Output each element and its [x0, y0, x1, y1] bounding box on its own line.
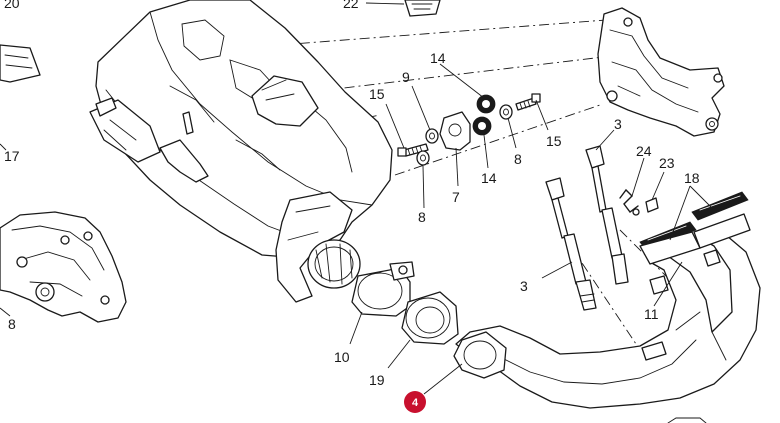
sleeve-19 — [401, 291, 459, 345]
callout-15-right: 15 — [546, 133, 562, 149]
spring-24 — [619, 188, 640, 216]
highlighted-callout-4[interactable]: 4 — [404, 391, 426, 413]
callout-9: 9 — [402, 69, 410, 85]
callout-3-lower: 3 — [520, 278, 528, 294]
callout-labels: 20 22 14 9 15 15 3 24 23 18 17 7 8 8 14 … — [4, 0, 700, 388]
axis-line-spacers — [394, 104, 601, 176]
callout-8-right: 8 — [514, 151, 522, 167]
part-edge-fragment — [667, 417, 707, 423]
leader-lines — [0, 2, 717, 395]
callout-15-left: 15 — [369, 86, 385, 102]
callout-14-top: 14 — [430, 50, 446, 66]
clip-23 — [645, 197, 659, 213]
callout-24: 24 — [636, 143, 652, 159]
part-20-fragment — [0, 44, 41, 83]
callout-11: 11 — [644, 306, 659, 322]
callout-14-bottom: 14 — [481, 170, 497, 186]
callout-17: 17 — [4, 148, 20, 164]
callout-18: 18 — [684, 170, 700, 186]
callout-3-upper: 3 — [614, 116, 622, 132]
axis-line-muffler-bracket — [239, 19, 607, 49]
callout-20: 20 — [4, 0, 20, 11]
callout-23: 23 — [659, 155, 675, 171]
muffler-body — [89, 0, 441, 303]
spacer-set — [397, 93, 541, 166]
right-frame-bracket — [597, 7, 725, 137]
exhaust-header-4 — [453, 213, 761, 409]
callout-10: 10 — [334, 349, 350, 365]
lambda-sensor-upper — [585, 145, 629, 285]
highlight-badge-label[interactable]: 4 — [412, 397, 419, 409]
clamp-10 — [307, 239, 415, 317]
callout-8-left: 8 — [8, 316, 16, 332]
lambda-sensor-lower — [545, 177, 597, 311]
callout-19: 19 — [369, 372, 385, 388]
callout-7: 7 — [452, 189, 460, 205]
callout-8-center: 8 — [418, 209, 426, 225]
highlight-badge-circle[interactable] — [404, 391, 426, 413]
left-frame-bracket — [0, 211, 127, 323]
axis-line-muffler-mid — [284, 54, 621, 96]
callout-22: 22 — [343, 0, 359, 11]
